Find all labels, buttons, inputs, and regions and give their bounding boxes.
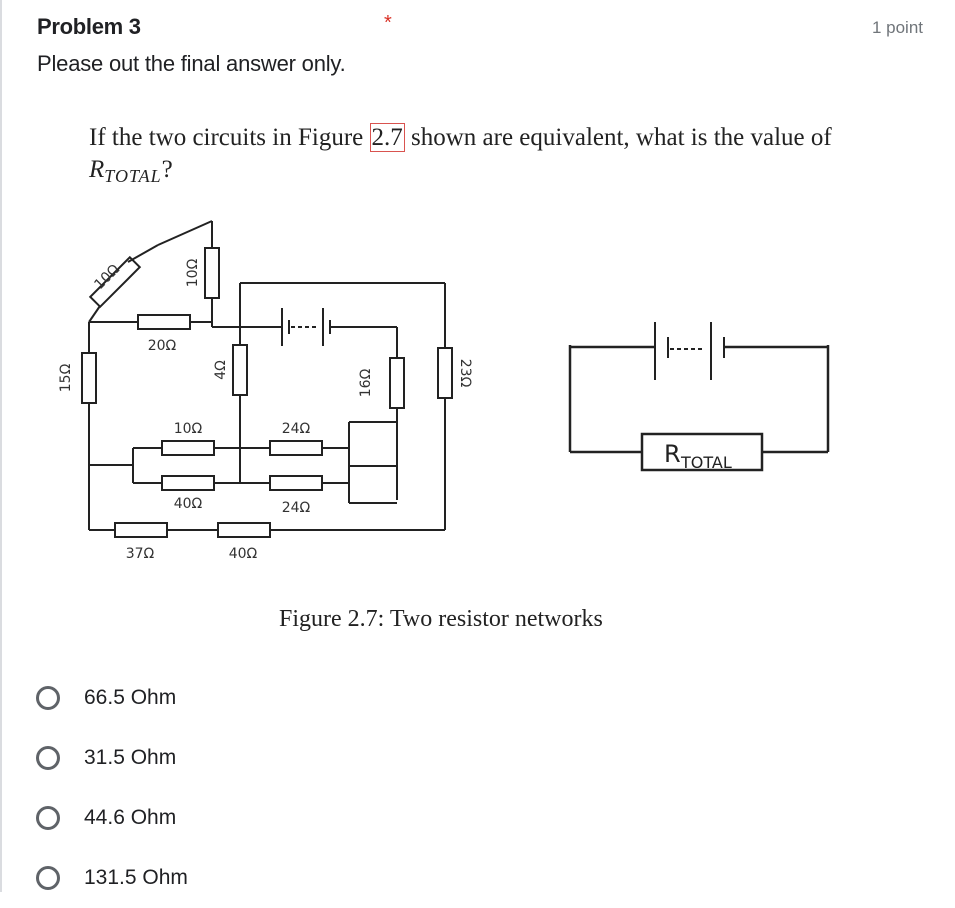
question-title: Problem 3 <box>37 14 141 39</box>
label-r-16: 16Ω <box>358 368 374 397</box>
prompt-text-after: shown are equivalent, what is the value … <box>411 124 832 151</box>
rtotal-label-main: R <box>664 440 681 468</box>
label-r-24-top: 24Ω <box>282 421 311 437</box>
resistor-rtotal <box>640 432 764 472</box>
resistor-24-bot <box>269 475 323 491</box>
option-131-5[interactable]: 131.5 Ohm <box>36 848 188 908</box>
resistor-bot-40 <box>217 522 271 538</box>
resistor-16 <box>389 357 405 409</box>
question-mark: ? <box>161 156 173 183</box>
card-left-border <box>0 0 2 892</box>
radio-button-icon[interactable] <box>36 746 60 770</box>
required-asterisk: * <box>384 12 392 34</box>
rtotal-symbol: R <box>89 156 105 183</box>
label-r-mid-10: 10Ω <box>174 421 203 437</box>
option-label: 66.5 Ohm <box>84 686 177 709</box>
option-31-5[interactable]: 31.5 Ohm <box>36 728 188 788</box>
option-44-6[interactable]: 44.6 Ohm <box>36 788 188 848</box>
question-description: Please out the final answer only. <box>37 51 346 76</box>
label-r-4: 4Ω <box>213 360 229 380</box>
radio-button-icon[interactable] <box>36 866 60 890</box>
question-prompt: If the two circuits in Figure 2.7 shown … <box>89 122 949 187</box>
answer-options: 66.5 Ohm 31.5 Ohm 44.6 Ohm 131.5 Ohm <box>36 668 188 908</box>
resistor-4 <box>232 344 248 396</box>
figure-reference-link[interactable]: 2.7 <box>369 123 405 152</box>
resistor-23 <box>437 347 453 399</box>
prompt-text-before: If the two circuits in Figure <box>89 124 364 151</box>
right-equivalent-circuit <box>568 322 830 472</box>
option-label: 131.5 Ohm <box>84 866 188 889</box>
rtotal-label-sub: TOTAL <box>680 453 732 472</box>
left-resistor-network <box>81 220 453 538</box>
option-label: 31.5 Ohm <box>84 746 177 769</box>
resistor-mid-40 <box>161 475 215 491</box>
label-r-20: 20Ω <box>148 338 177 354</box>
rtotal-subscript: TOTAL <box>104 166 162 186</box>
resistor-24-top <box>269 440 323 456</box>
option-label: 44.6 Ohm <box>84 806 177 829</box>
label-r-bot-40: 40Ω <box>229 546 258 562</box>
label-r-24-bot: 24Ω <box>282 500 311 516</box>
circuit-figure: 10Ω 10Ω 20Ω 15Ω 4Ω 16Ω 23Ω 10Ω 40Ω 24Ω 2… <box>58 220 830 562</box>
label-r-mid-40: 40Ω <box>174 496 203 512</box>
figure-caption: Figure 2.7: Two resistor networks <box>279 606 603 632</box>
radio-button-icon[interactable] <box>36 686 60 710</box>
radio-button-icon[interactable] <box>36 806 60 830</box>
label-r-top-10: 10Ω <box>185 258 201 287</box>
resistor-top-10 <box>204 247 220 299</box>
resistor-mid-10 <box>161 440 215 456</box>
resistor-37 <box>114 522 168 538</box>
resistor-diag-10 <box>88 255 142 309</box>
option-66-5[interactable]: 66.5 Ohm <box>36 668 188 728</box>
label-r-23: 23Ω <box>457 359 473 388</box>
label-r-37: 37Ω <box>126 546 155 562</box>
resistor-20 <box>137 314 191 330</box>
points-label: 1 point <box>871 18 923 37</box>
resistor-15 <box>81 352 97 404</box>
label-r-15: 15Ω <box>58 363 74 392</box>
